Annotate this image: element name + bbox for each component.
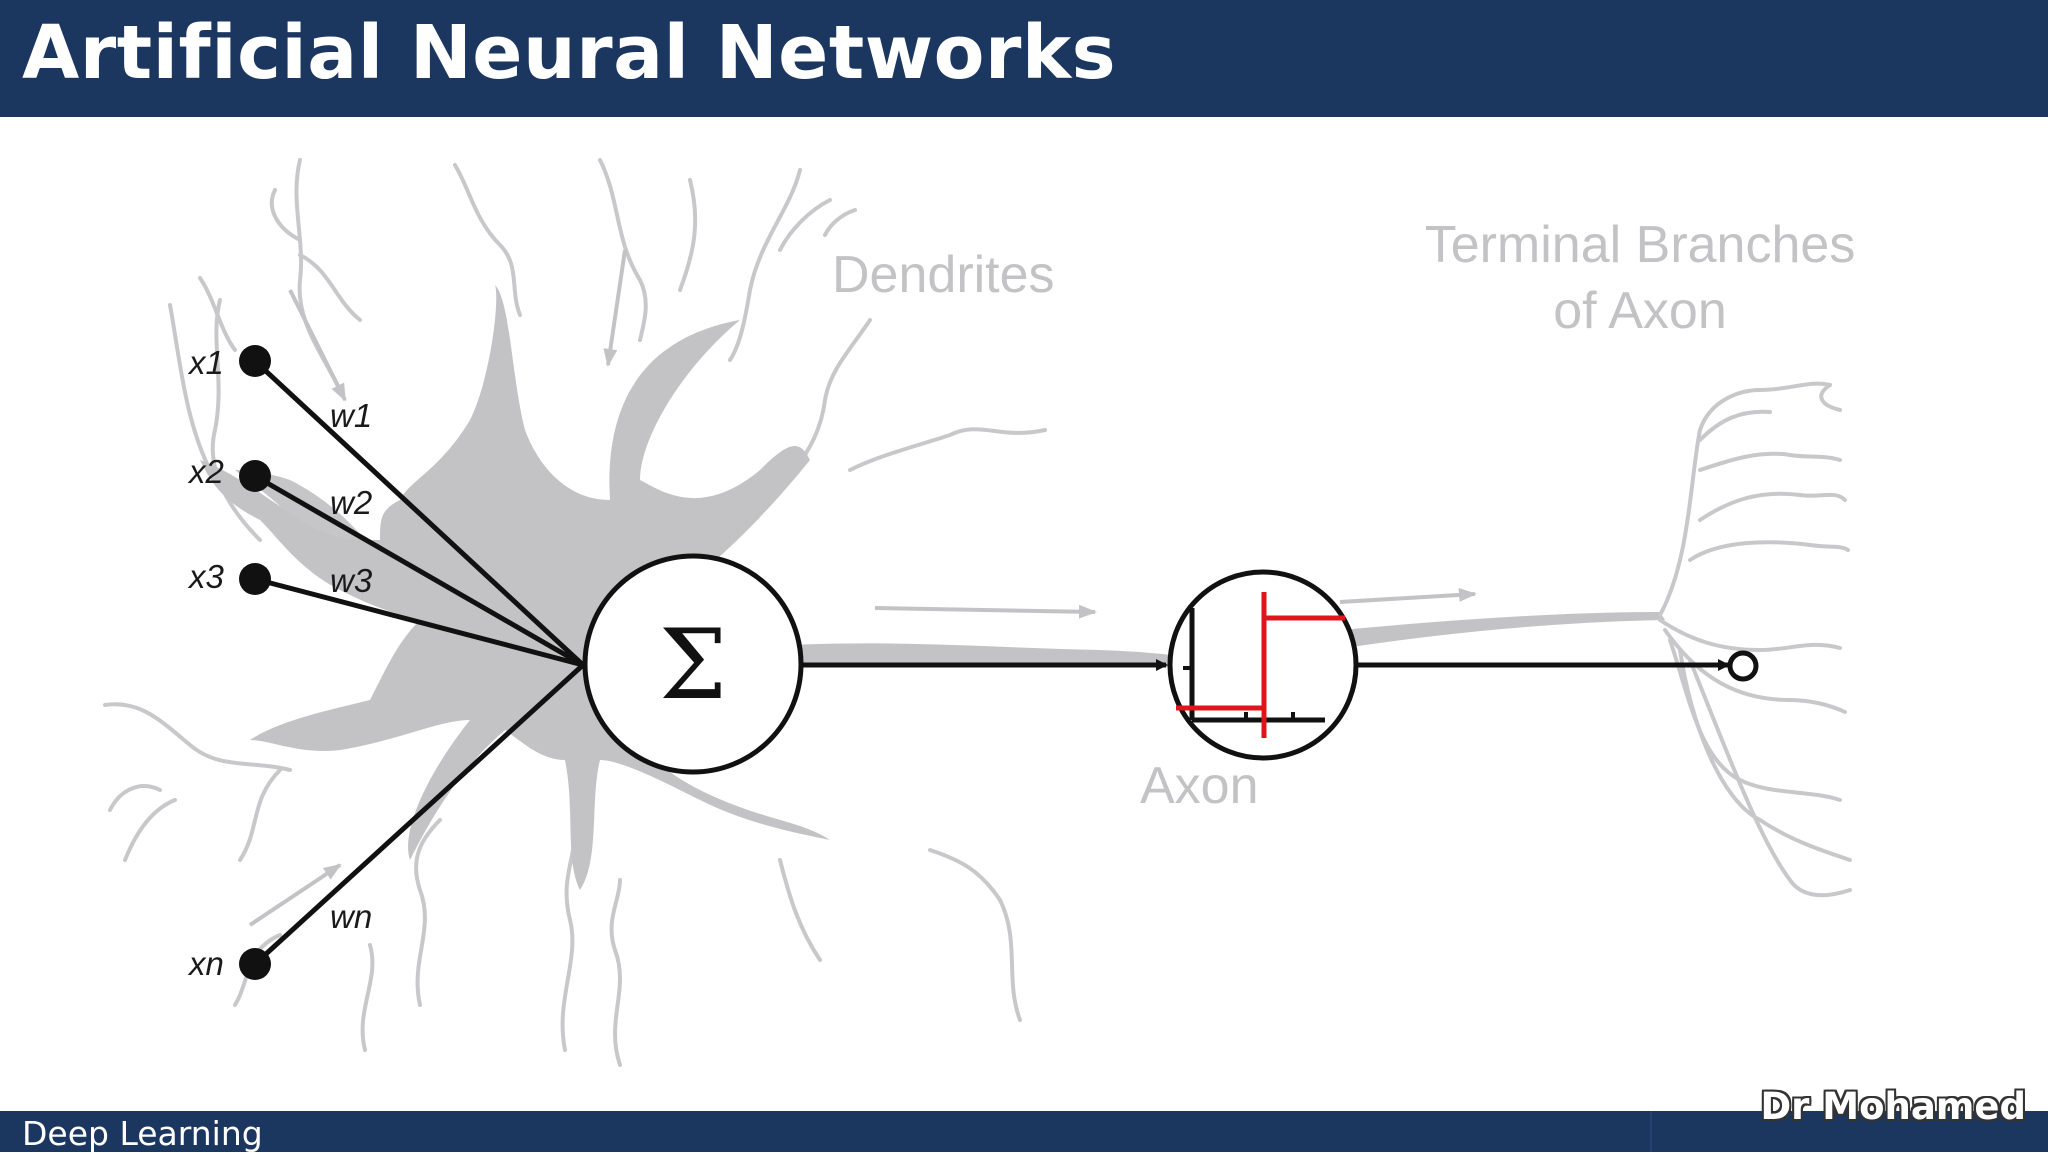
slide-title: Artificial Neural Networks (22, 10, 1117, 96)
input-node-x2 (239, 460, 271, 492)
connection-x1 (253, 359, 585, 667)
axon-label: Axon (1140, 757, 1259, 815)
neuron-body-shape (200, 285, 1665, 890)
gray-flow-arrows (248, 249, 1477, 927)
input-node-xn (239, 948, 271, 980)
dendrite-branches (103, 158, 1047, 1067)
input-label-x2: x2 (187, 453, 224, 490)
axon-terminal-branches (1658, 381, 1852, 898)
weight-label-wn: wn (330, 898, 372, 935)
title-bar: Artificial Neural Networks (0, 0, 2048, 117)
weight-label-w3: w3 (330, 562, 373, 599)
footer-divider (1650, 1111, 1652, 1152)
input-label-x1: x1 (187, 344, 224, 381)
input-label-x3: x3 (187, 558, 225, 595)
weight-label-w2: w2 (330, 484, 372, 521)
neuron-diagram: Dendrites Terminal Branches of Axon Axon… (103, 158, 1856, 1067)
step-function-graph (1176, 592, 1345, 738)
weight-connections (253, 359, 585, 966)
input-node-x3 (239, 563, 271, 595)
flow-arrow (603, 249, 627, 367)
input-node-x1 (239, 345, 271, 377)
output-node (1727, 650, 1759, 682)
summation-symbol: Σ (659, 609, 727, 721)
terminal-branches-label-line1: Terminal Branches (1425, 216, 1856, 274)
weight-label-w1: w1 (330, 397, 372, 434)
terminal-branches-label-line2: of Axon (1553, 282, 1726, 340)
dendrites-label: Dendrites (832, 246, 1055, 304)
connection-x3 (254, 576, 584, 668)
footer-course-label: Deep Learning (22, 1114, 263, 1153)
flow-arrow (288, 289, 347, 402)
connection-x2 (253, 473, 585, 668)
connection-xn (253, 663, 585, 966)
flow-arrow (874, 604, 1097, 619)
flow-arrow (248, 863, 342, 927)
flow-arrow (1339, 587, 1477, 604)
footer-bar: Deep Learning (0, 1111, 2048, 1153)
input-label-xn: xn (187, 945, 224, 982)
author-name: Dr Mohamed (1760, 1085, 2026, 1128)
input-nodes (239, 345, 271, 980)
